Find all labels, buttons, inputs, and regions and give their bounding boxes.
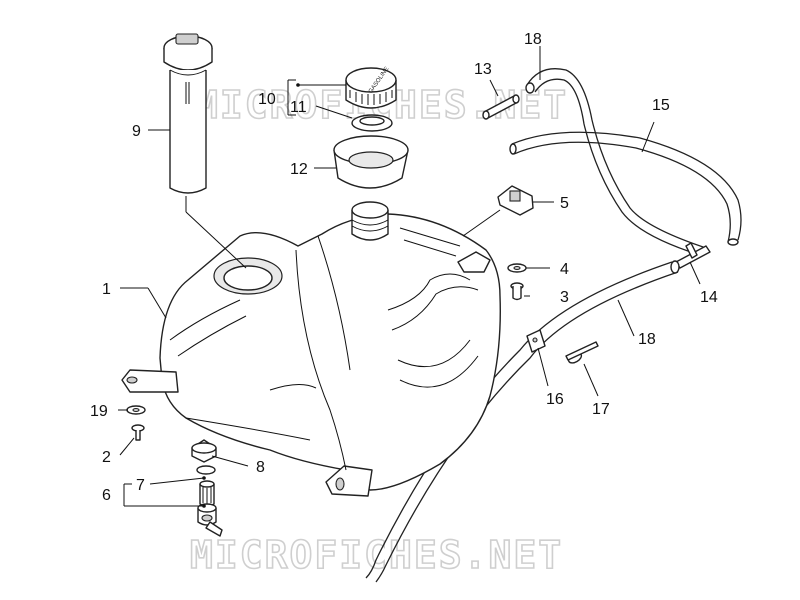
part-washer-19 xyxy=(126,405,146,415)
part-hose-fitting xyxy=(482,94,520,120)
leader-lines xyxy=(118,46,701,508)
part-t-connector xyxy=(675,242,711,269)
callout-12: 12 xyxy=(290,161,308,178)
part-cap-gasket xyxy=(351,114,393,132)
callout-18-lower: 18 xyxy=(638,331,656,348)
part-bolt xyxy=(510,282,524,301)
callout-8: 8 xyxy=(256,459,265,476)
callout-7: 7 xyxy=(136,477,145,494)
part-clip-8 xyxy=(191,439,217,463)
part-clip-nut xyxy=(497,185,534,216)
callout-16: 16 xyxy=(546,391,564,408)
callout-9: 9 xyxy=(132,123,141,140)
part-screw xyxy=(565,341,599,364)
part-breather-hose-upper xyxy=(525,68,707,256)
callout-2: 2 xyxy=(102,449,111,466)
watermark-bottom: MICROFICHES.NET xyxy=(190,533,563,577)
callout-6: 6 xyxy=(102,487,111,504)
part-vent-hose xyxy=(509,131,742,246)
callout-13: 13 xyxy=(474,61,492,78)
part-fuel-filter xyxy=(196,465,216,507)
part-screw-2 xyxy=(131,424,145,441)
callout-11: 11 xyxy=(290,99,307,116)
part-fuel-tank xyxy=(121,201,501,497)
callout-10: 10 xyxy=(258,91,276,108)
part-fuel-cap: GASOLINE xyxy=(345,66,397,109)
callout-14: 14 xyxy=(700,289,718,306)
callout-1: 1 xyxy=(102,281,111,298)
part-hose-clamp xyxy=(526,329,546,353)
callout-15: 15 xyxy=(652,97,670,114)
callout-3: 3 xyxy=(560,289,569,306)
part-fuel-level-sender xyxy=(163,33,213,194)
callout-18-upper: 18 xyxy=(524,31,542,48)
callout-17: 17 xyxy=(592,401,610,418)
callout-19: 19 xyxy=(90,403,108,420)
callout-4: 4 xyxy=(560,261,569,278)
part-washer xyxy=(507,263,527,273)
callout-labels: 1 2 3 4 5 6 7 8 9 10 11 12 13 14 15 16 1… xyxy=(90,31,718,504)
part-filler-strainer xyxy=(333,135,409,189)
part-fuel-tap xyxy=(197,503,223,537)
callout-5: 5 xyxy=(560,195,569,212)
